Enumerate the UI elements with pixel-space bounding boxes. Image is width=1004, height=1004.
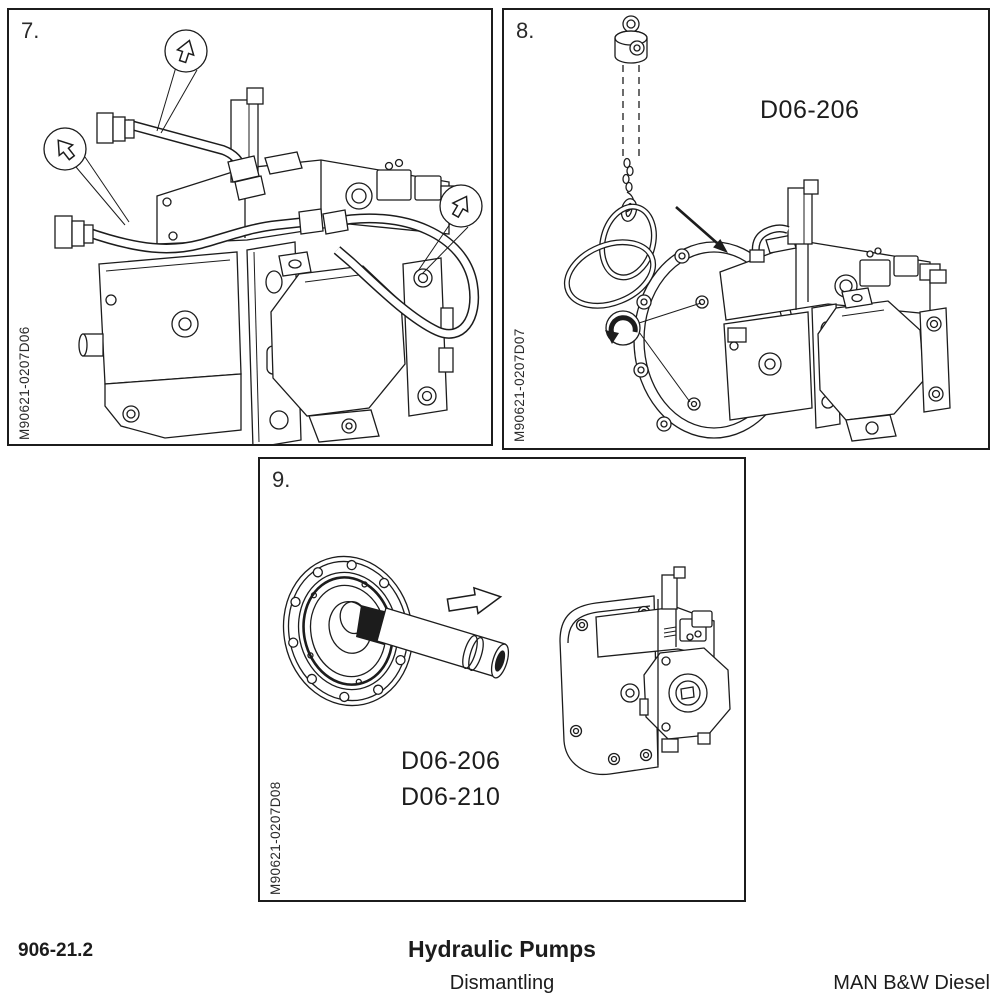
figure-number: 7. [21,18,40,43]
pump-drawing [78,151,458,444]
technical-drawing-7: M90621-0207D06 [17,29,483,444]
company-name: MAN B&W Diesel [833,972,990,994]
part-label: D06-206 [760,96,860,124]
direction-balloon-icon [43,127,130,226]
drawing-id-vertical: M90621-0207D07 [512,328,527,442]
part-label: D06-206 [401,747,501,775]
figure-panel-8: M90621-0207D07 8. D06-206 [502,8,990,450]
part-label: D06-210 [401,783,501,811]
move-direction-arrow-icon [446,586,503,615]
direction-balloon-icon [417,184,483,275]
section-number: 906-21.2 [18,940,94,961]
lift-direction-arrow-icon [675,206,728,253]
figure-panel-7: M90621-0207D06 7. [7,8,493,446]
direction-balloon-icon [156,29,208,134]
hydraulic-pipes [54,87,480,339]
technical-drawing-8: M90621-0207D07 [512,15,951,442]
pump-drawing [559,566,731,776]
drawing-id-vertical: M90621-0207D06 [17,326,32,440]
page-title: Hydraulic Pumps [408,936,596,962]
figure-number: 9. [272,467,291,492]
pump-drawing [633,179,951,442]
drawing-id-vertical: M90621-0207D08 [268,781,283,895]
rotation-direction-icon [605,302,702,403]
figure-number: 8. [516,18,535,43]
technical-drawing-9: M90621-0207D08 [268,555,731,895]
figure-panel-9: M90621-0207D08 9. D06-206 D06-210 [258,457,746,902]
lifting-eye-bolt [614,15,648,156]
page-subtitle: Dismantling [449,972,555,994]
coupling-shaft [356,605,510,679]
lifting-sling [563,157,657,309]
